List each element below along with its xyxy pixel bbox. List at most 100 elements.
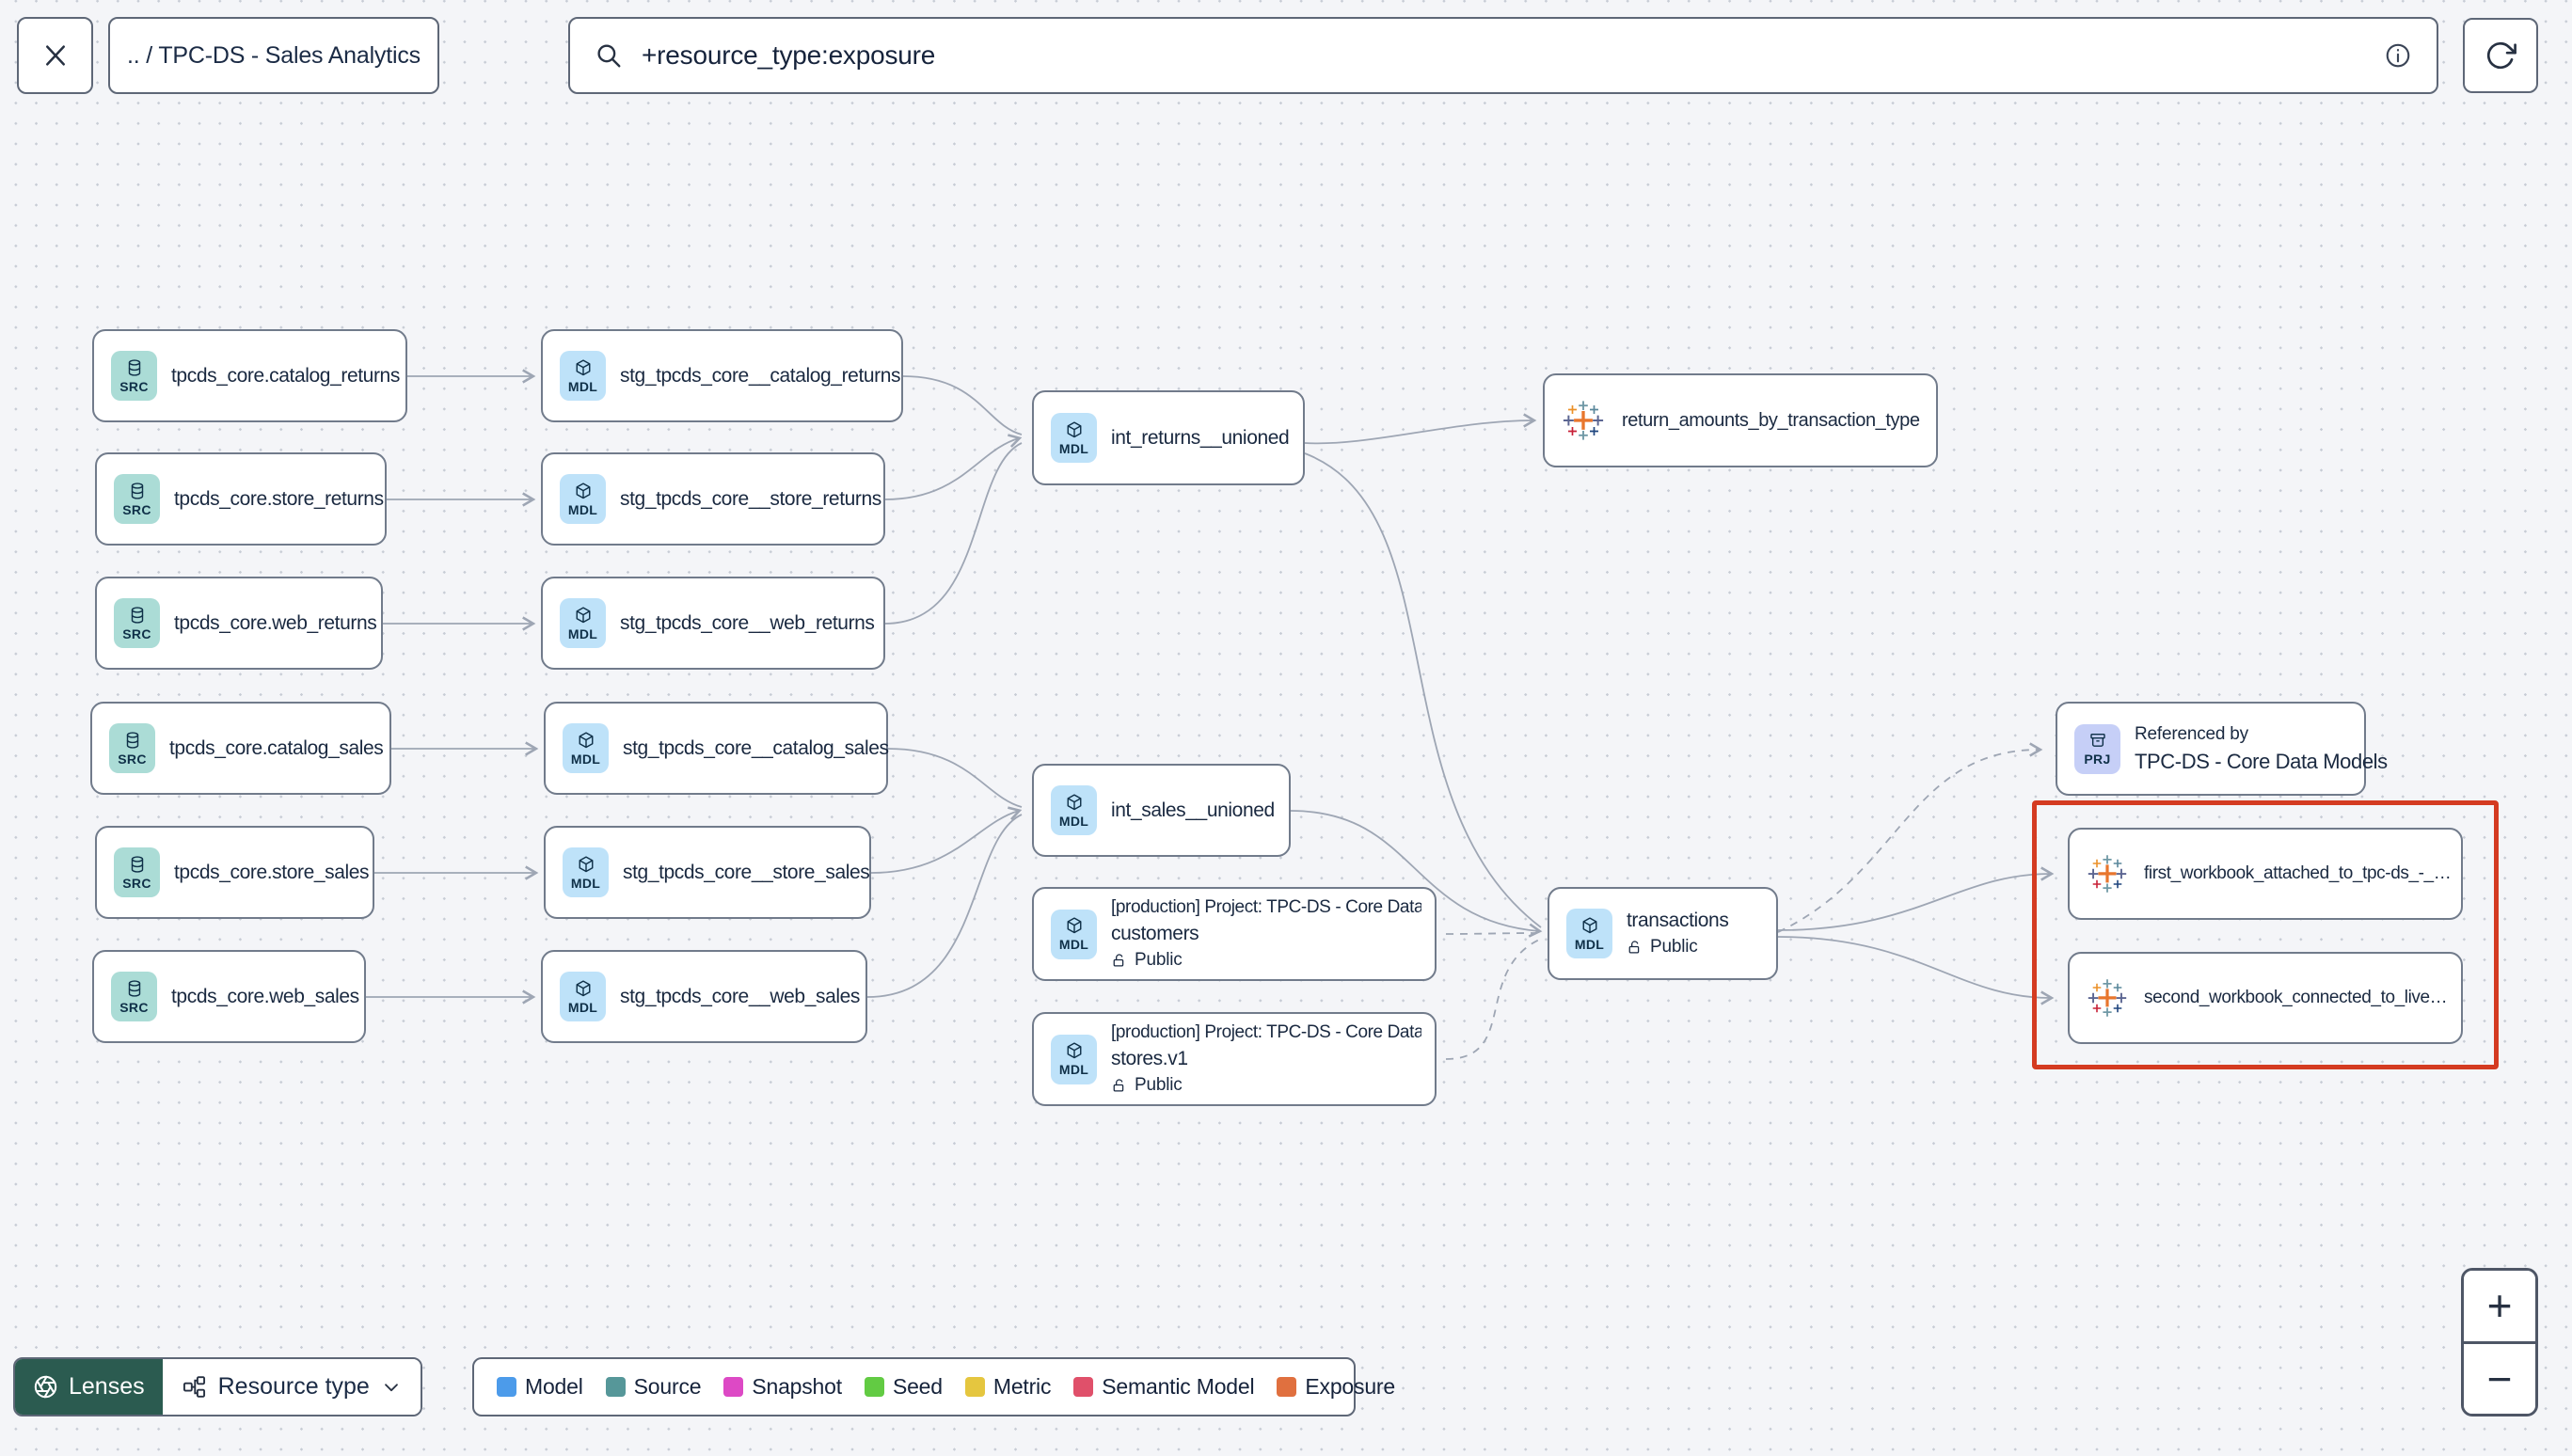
node-label: stg_tpcds_core__store_sales (623, 861, 870, 883)
node-label: int_sales__unioned (1111, 799, 1275, 821)
visibility-row: Public (1627, 937, 1728, 957)
legend: Model Source Snapshot Seed Metric Semant… (472, 1357, 1395, 1416)
cube-icon (577, 731, 595, 750)
legend-item-semantic-model: Semantic Model (1073, 1374, 1255, 1400)
node-stg-catalog-sales[interactable]: MDL stg_tpcds_core__catalog_sales (544, 702, 889, 795)
node-transactions[interactable]: MDL transactions Public (1548, 887, 1778, 980)
model-badge: MDL (1051, 413, 1097, 463)
node-label: TPC-DS - Core Data Models (2135, 749, 2388, 773)
edge (884, 434, 1023, 500)
source-badge: SRC (114, 598, 160, 648)
source-badge: SRC (114, 847, 160, 897)
node-stores-v1[interactable]: MDL [production] Project: TPC-DS - Core … (1032, 1012, 1437, 1106)
source-badge: SRC (109, 723, 155, 773)
refresh-icon (2486, 41, 2516, 70)
cube-icon (1065, 420, 1084, 439)
node-src-store-sales[interactable]: SRC tpcds_core.store_sales (95, 826, 374, 919)
source-badge: SRC (114, 474, 160, 524)
resource-type-label: Resource type (217, 1373, 370, 1400)
seed-swatch (864, 1377, 884, 1397)
search-bar[interactable] (568, 17, 2438, 94)
node-referenced-by-project[interactable]: PRJ Referenced by TPC-DS - Core Data Mod… (2056, 702, 2388, 796)
visibility-label: Public (1135, 950, 1183, 970)
database-icon (128, 482, 147, 500)
node-src-web-sales[interactable]: SRC tpcds_core.web_sales (92, 950, 366, 1043)
source-badge: SRC (111, 351, 157, 401)
edge (1445, 932, 1536, 935)
edge (1445, 939, 1540, 1060)
node-label: stg_tpcds_core__catalog_returns (620, 364, 901, 387)
lock-open-icon (1627, 940, 1643, 956)
node-label: tpcds_core.store_returns (174, 487, 384, 510)
node-label: int_returns__unioned (1111, 426, 1290, 449)
chevron-down-icon (384, 1383, 398, 1391)
edge (1777, 742, 2043, 933)
node-label: tpcds_core.web_returns (174, 611, 377, 634)
node-int-returns-unioned[interactable]: MDL int_returns__unioned (1032, 390, 1305, 485)
cube-icon (1065, 1041, 1084, 1060)
info-icon[interactable] (2384, 41, 2412, 70)
zoom-in-button[interactable]: + (2464, 1271, 2535, 1341)
close-icon (45, 45, 65, 66)
edge (1777, 936, 2055, 1005)
node-label: stg_tpcds_core__web_returns (620, 611, 875, 634)
node-label: tpcds_core.catalog_returns (171, 364, 400, 387)
search-input[interactable] (640, 40, 2367, 71)
cube-icon (577, 855, 595, 874)
breadcrumb[interactable]: .. / TPC-DS - Sales Analytics (108, 17, 439, 94)
model-badge: MDL (560, 474, 606, 524)
database-icon (125, 358, 144, 377)
tableau-icon (1562, 399, 1605, 442)
visibility-label: Public (1135, 1075, 1183, 1095)
legend-item-source: Source (605, 1374, 702, 1400)
node-exposure-second-workbook[interactable]: second_workbook_connected_to_live… (2068, 952, 2463, 1044)
model-badge: MDL (1566, 909, 1612, 958)
node-int-sales-unioned[interactable]: MDL int_sales__unioned (1032, 764, 1291, 857)
refresh-button[interactable] (2463, 18, 2538, 93)
lock-open-icon (1111, 953, 1127, 969)
legend-item-model: Model (497, 1374, 583, 1400)
schema-icon (183, 1376, 205, 1398)
model-badge: MDL (563, 723, 609, 773)
node-label: transactions (1627, 910, 1729, 931)
node-exposure-return-amounts[interactable]: return_amounts_by_transaction_type (1543, 373, 1938, 467)
database-icon (128, 855, 147, 874)
legend-item-metric: Metric (964, 1374, 1051, 1400)
source-badge: SRC (111, 972, 157, 1021)
metric-swatch (964, 1377, 985, 1397)
cube-icon (1065, 793, 1084, 812)
resource-type-dropdown[interactable]: Resource type (162, 1359, 421, 1415)
snapshot-swatch (723, 1377, 744, 1397)
node-label: stg_tpcds_core__store_returns (620, 487, 881, 510)
node-exposure-first-workbook[interactable]: first_workbook_attached_to_tpc-ds_-_… (2068, 828, 2463, 920)
zoom-out-button[interactable]: − (2464, 1343, 2535, 1414)
lock-open-icon (1111, 1078, 1127, 1094)
node-src-store-returns[interactable]: SRC tpcds_core.store_returns (95, 452, 387, 546)
node-src-catalog-sales[interactable]: SRC tpcds_core.catalog_sales (90, 702, 391, 795)
edge (1304, 452, 1542, 928)
close-button[interactable] (17, 17, 93, 94)
aperture-icon (34, 1375, 57, 1399)
edge (1304, 413, 1537, 445)
source-swatch (605, 1377, 626, 1397)
node-stg-web-sales[interactable]: MDL stg_tpcds_core__web_sales (541, 950, 867, 1043)
node-stg-web-returns[interactable]: MDL stg_tpcds_core__web_returns (541, 577, 885, 670)
node-label: return_amounts_by_transaction_type (1622, 409, 1920, 431)
edge (1777, 866, 2055, 931)
exposure-swatch (1277, 1377, 1297, 1397)
lens-controls: Lenses Resource type (13, 1357, 422, 1416)
node-stg-store-sales[interactable]: MDL stg_tpcds_core__store_sales (544, 826, 871, 919)
legend-item-exposure: Exposure (1277, 1374, 1395, 1400)
node-src-web-returns[interactable]: SRC tpcds_core.web_returns (95, 577, 383, 670)
lenses-button[interactable]: Lenses (15, 1359, 163, 1415)
node-stg-store-returns[interactable]: MDL stg_tpcds_core__store_returns (541, 452, 885, 546)
cube-icon (574, 606, 593, 625)
semantic-model-swatch (1073, 1377, 1094, 1397)
node-stg-catalog-returns[interactable]: MDL stg_tpcds_core__catalog_returns (541, 329, 903, 422)
edge (884, 442, 1023, 625)
archive-icon (2088, 731, 2107, 750)
node-src-catalog-returns[interactable]: SRC tpcds_core.catalog_returns (92, 329, 407, 422)
database-icon (123, 731, 142, 750)
node-customers[interactable]: MDL [production] Project: TPC-DS - Core … (1032, 887, 1437, 981)
